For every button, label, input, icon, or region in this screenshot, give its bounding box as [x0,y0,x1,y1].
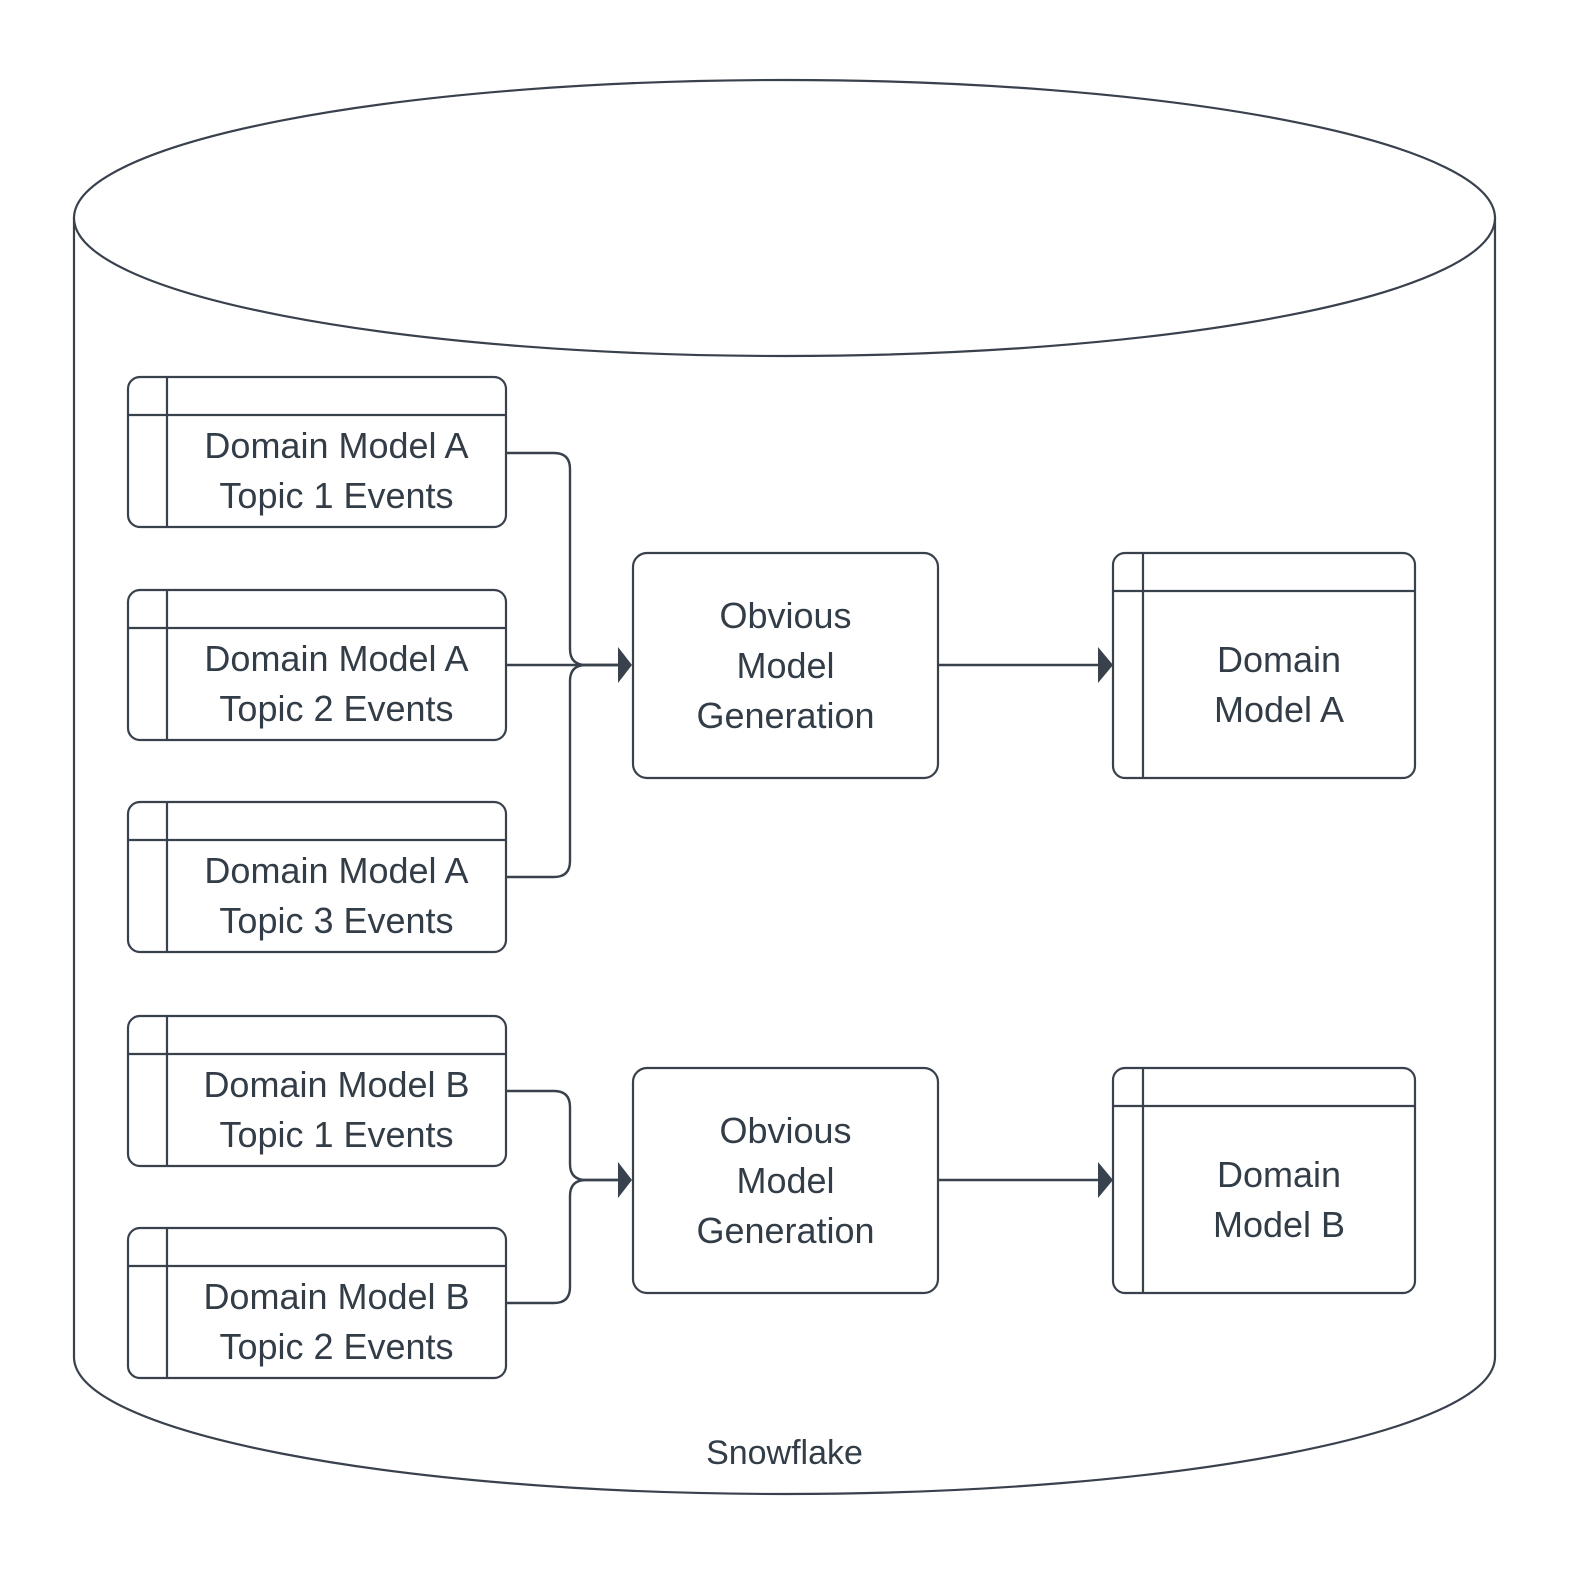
edge-gen-a-to-model-a [938,647,1113,683]
edge-b-topic-1-to-gen-b [506,1089,618,1182]
edge-a-topic-3-to-gen-a [506,663,618,879]
snowflake-container-label: Snowflake [0,1432,1569,1474]
source-table-a-topic-3[interactable] [126,800,508,954]
snowflake-label-text: Snowflake [706,1434,863,1472]
output-table-model-a[interactable] [1111,551,1417,780]
source-table-a-topic-2[interactable] [126,588,508,742]
source-table-a-topic-1[interactable] [126,375,508,529]
edge-b-topic-2-to-gen-b [506,1178,618,1305]
process-box-gen-a[interactable] [631,551,940,780]
arrowhead-into-gen-a [618,647,632,683]
process-box-gen-b[interactable] [631,1066,940,1295]
arrowhead-into-gen-b [618,1162,632,1198]
source-table-b-topic-1[interactable] [126,1014,508,1168]
output-table-model-b[interactable] [1111,1066,1417,1295]
edge-gen-b-to-model-b [938,1162,1113,1198]
source-table-b-topic-2[interactable] [126,1226,508,1380]
